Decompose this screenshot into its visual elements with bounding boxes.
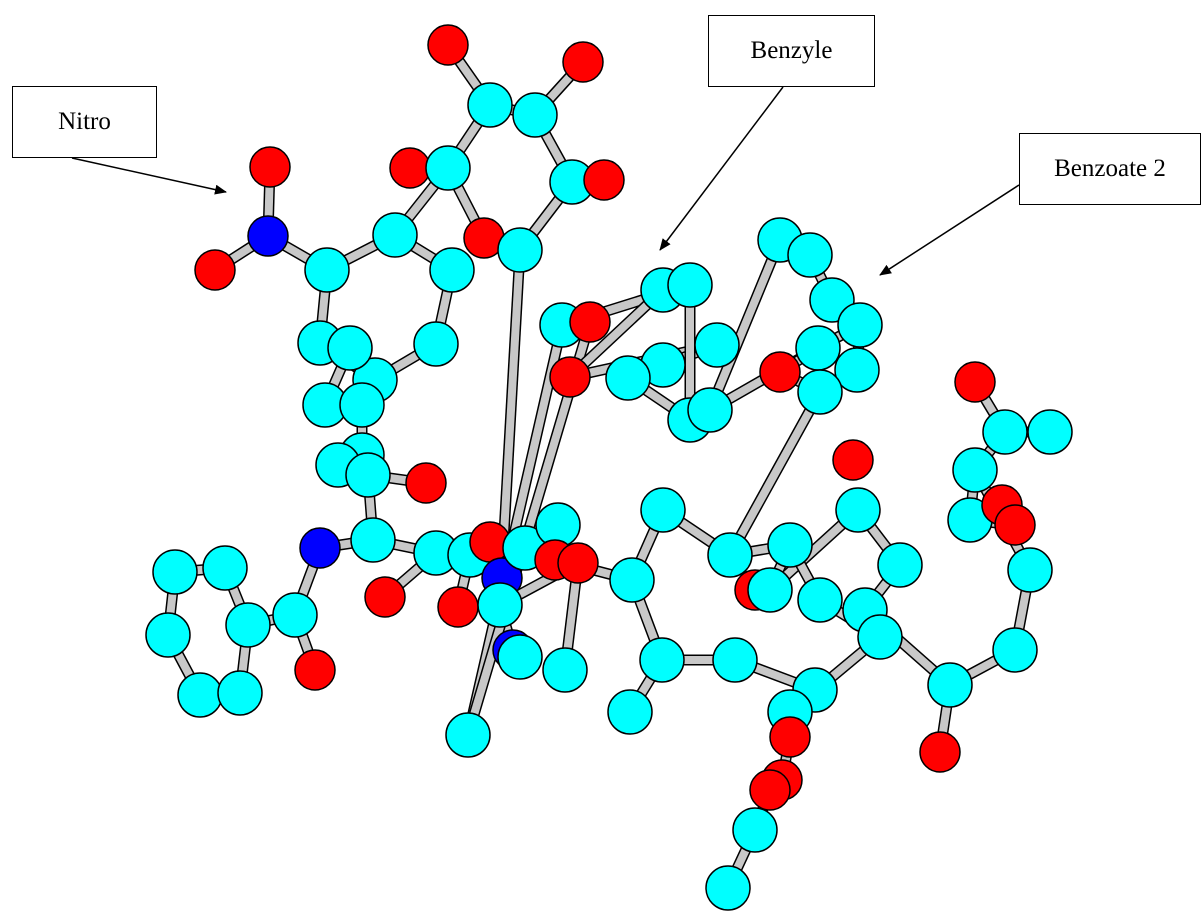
- nitrogen-atom: [247, 215, 289, 257]
- carbon-atom: [345, 452, 391, 498]
- carbon-atom: [497, 634, 543, 680]
- oxygen-atom: [549, 356, 591, 398]
- benzoate-arrow: [879, 184, 1020, 276]
- carbon-atom: [712, 637, 758, 683]
- carbon-atom: [639, 637, 685, 683]
- carbon-atom: [445, 712, 491, 758]
- carbon-atom: [327, 325, 373, 371]
- oxygen-atom: [557, 542, 599, 584]
- carbon-atom: [787, 232, 833, 278]
- carbon-atom: [425, 145, 471, 191]
- carbon-atom: [835, 487, 881, 533]
- oxygen-atom: [759, 351, 801, 393]
- carbon-atom: [339, 382, 385, 428]
- carbon-atom: [747, 567, 793, 613]
- oxygen-atom: [437, 586, 479, 628]
- oxygen-atom: [749, 769, 791, 811]
- carbon-atom: [1027, 409, 1073, 455]
- carbon-atom: [272, 592, 318, 638]
- oxygen-atom: [954, 361, 996, 403]
- carbon-atom: [982, 409, 1028, 455]
- oxygen-atom: [405, 462, 447, 504]
- oxygen-atom: [583, 159, 625, 201]
- carbon-atom: [225, 602, 271, 648]
- oxygen-atom: [389, 147, 431, 189]
- atoms-layer: [145, 24, 1073, 911]
- oxygen-atom: [919, 731, 961, 773]
- carbon-atom: [372, 212, 418, 258]
- carbon-atom: [667, 262, 713, 308]
- oxygen-atom: [562, 41, 604, 83]
- bond-fill: [706, 238, 784, 412]
- carbon-atom: [705, 865, 751, 911]
- carbon-atom: [992, 627, 1038, 673]
- carbon-atom: [607, 689, 653, 735]
- oxygen-atom: [994, 504, 1036, 546]
- carbon-atom: [413, 321, 459, 367]
- carbon-atom: [350, 517, 396, 563]
- carbon-atom: [177, 672, 223, 718]
- carbon-atom: [927, 662, 973, 708]
- carbon-atom: [605, 355, 651, 401]
- oxygen-atom: [249, 146, 291, 188]
- carbon-atom: [1007, 547, 1053, 593]
- carbon-atom: [304, 247, 350, 293]
- carbon-atom: [797, 577, 843, 623]
- oxygen-atom: [569, 301, 611, 343]
- oxygen-atom: [427, 24, 469, 66]
- carbon-atom: [429, 247, 475, 293]
- label-arrows: [71, 86, 1020, 276]
- nitro-label: Nitro: [12, 86, 157, 158]
- carbon-atom: [497, 227, 543, 273]
- carbon-atom: [795, 325, 841, 371]
- carbon-atom: [152, 549, 198, 595]
- carbon-atom: [145, 612, 191, 658]
- carbon-atom: [767, 522, 813, 568]
- oxygen-atom: [294, 649, 336, 691]
- carbon-atom: [640, 487, 686, 533]
- carbon-atom: [732, 807, 778, 853]
- carbon-atom: [877, 542, 923, 588]
- carbon-atom: [467, 82, 513, 128]
- carbon-atom: [797, 369, 843, 415]
- carbon-atom: [477, 582, 523, 628]
- benzyle-arrow: [659, 86, 784, 251]
- oxygen-atom: [194, 249, 236, 291]
- carbon-atom: [837, 302, 883, 348]
- benzoate-label: Benzoate 2: [1019, 133, 1201, 205]
- carbon-atom: [687, 387, 733, 433]
- bond-fill: [726, 390, 824, 557]
- carbon-atom: [952, 447, 998, 493]
- carbon-atom: [512, 92, 558, 138]
- carbon-atom: [707, 532, 753, 578]
- carbon-atom: [834, 347, 880, 393]
- carbon-atom: [694, 322, 740, 368]
- carbon-atom: [217, 670, 263, 716]
- carbon-atom: [542, 647, 588, 693]
- carbon-atom: [202, 545, 248, 591]
- carbon-atom: [857, 614, 903, 660]
- oxygen-atom: [832, 439, 874, 481]
- oxygen-atom: [769, 716, 811, 758]
- benzyle-label: Benzyle: [708, 15, 875, 87]
- carbon-atom: [609, 557, 655, 603]
- nitrogen-atom: [299, 527, 341, 569]
- nitro-arrow: [71, 157, 227, 195]
- oxygen-atom: [364, 576, 406, 618]
